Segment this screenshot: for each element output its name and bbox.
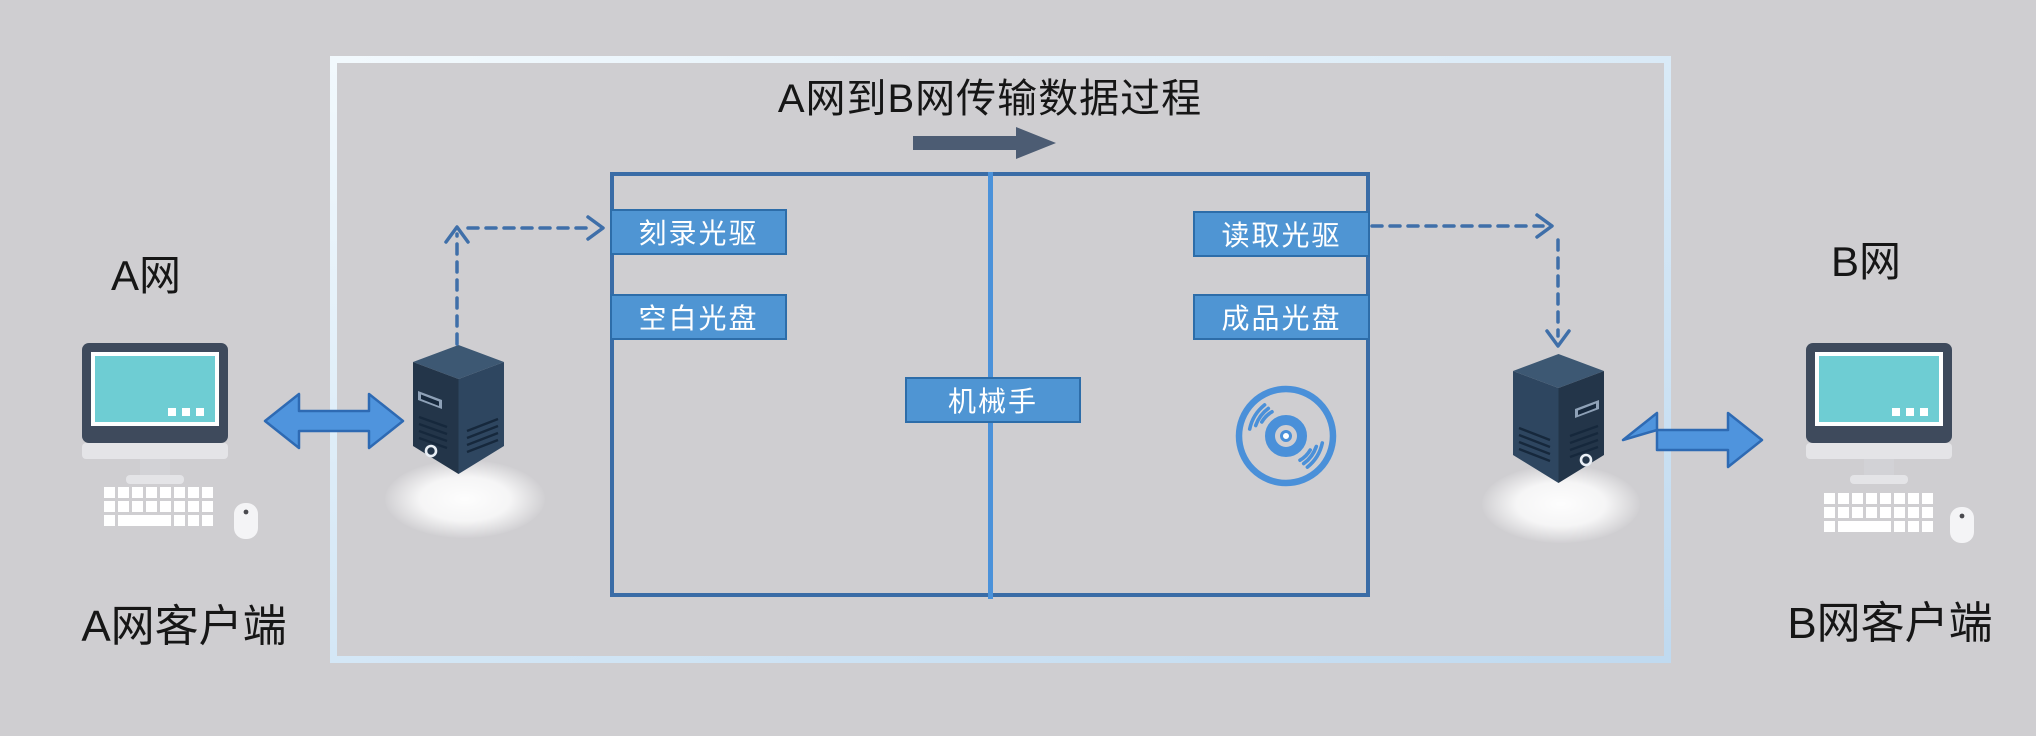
server-b-icon [1513,354,1604,483]
network-a-label: A网 [110,252,181,299]
workstation-b-icon [1806,343,1974,543]
network-b-label: B网 [1830,238,1901,285]
server-a-icon [413,345,504,474]
tag-finished-disc: 成品光盘 [1193,294,1370,340]
tag-blank-disc: 空白光盘 [610,294,787,340]
client-a-label: A网客户端 [81,602,287,651]
disc-icon [1235,385,1337,487]
workstation-a-icon [82,343,258,539]
diagram-title: A网到B网传输数据过程 [777,77,1203,121]
tag-burn-drive: 刻录光驱 [610,209,787,255]
server-a-shadow [385,460,545,538]
client-b-label: B网客户端 [1787,599,1993,648]
tag-robot-arm: 机械手 [905,377,1081,423]
tag-read-drive: 读取光驱 [1193,211,1370,257]
